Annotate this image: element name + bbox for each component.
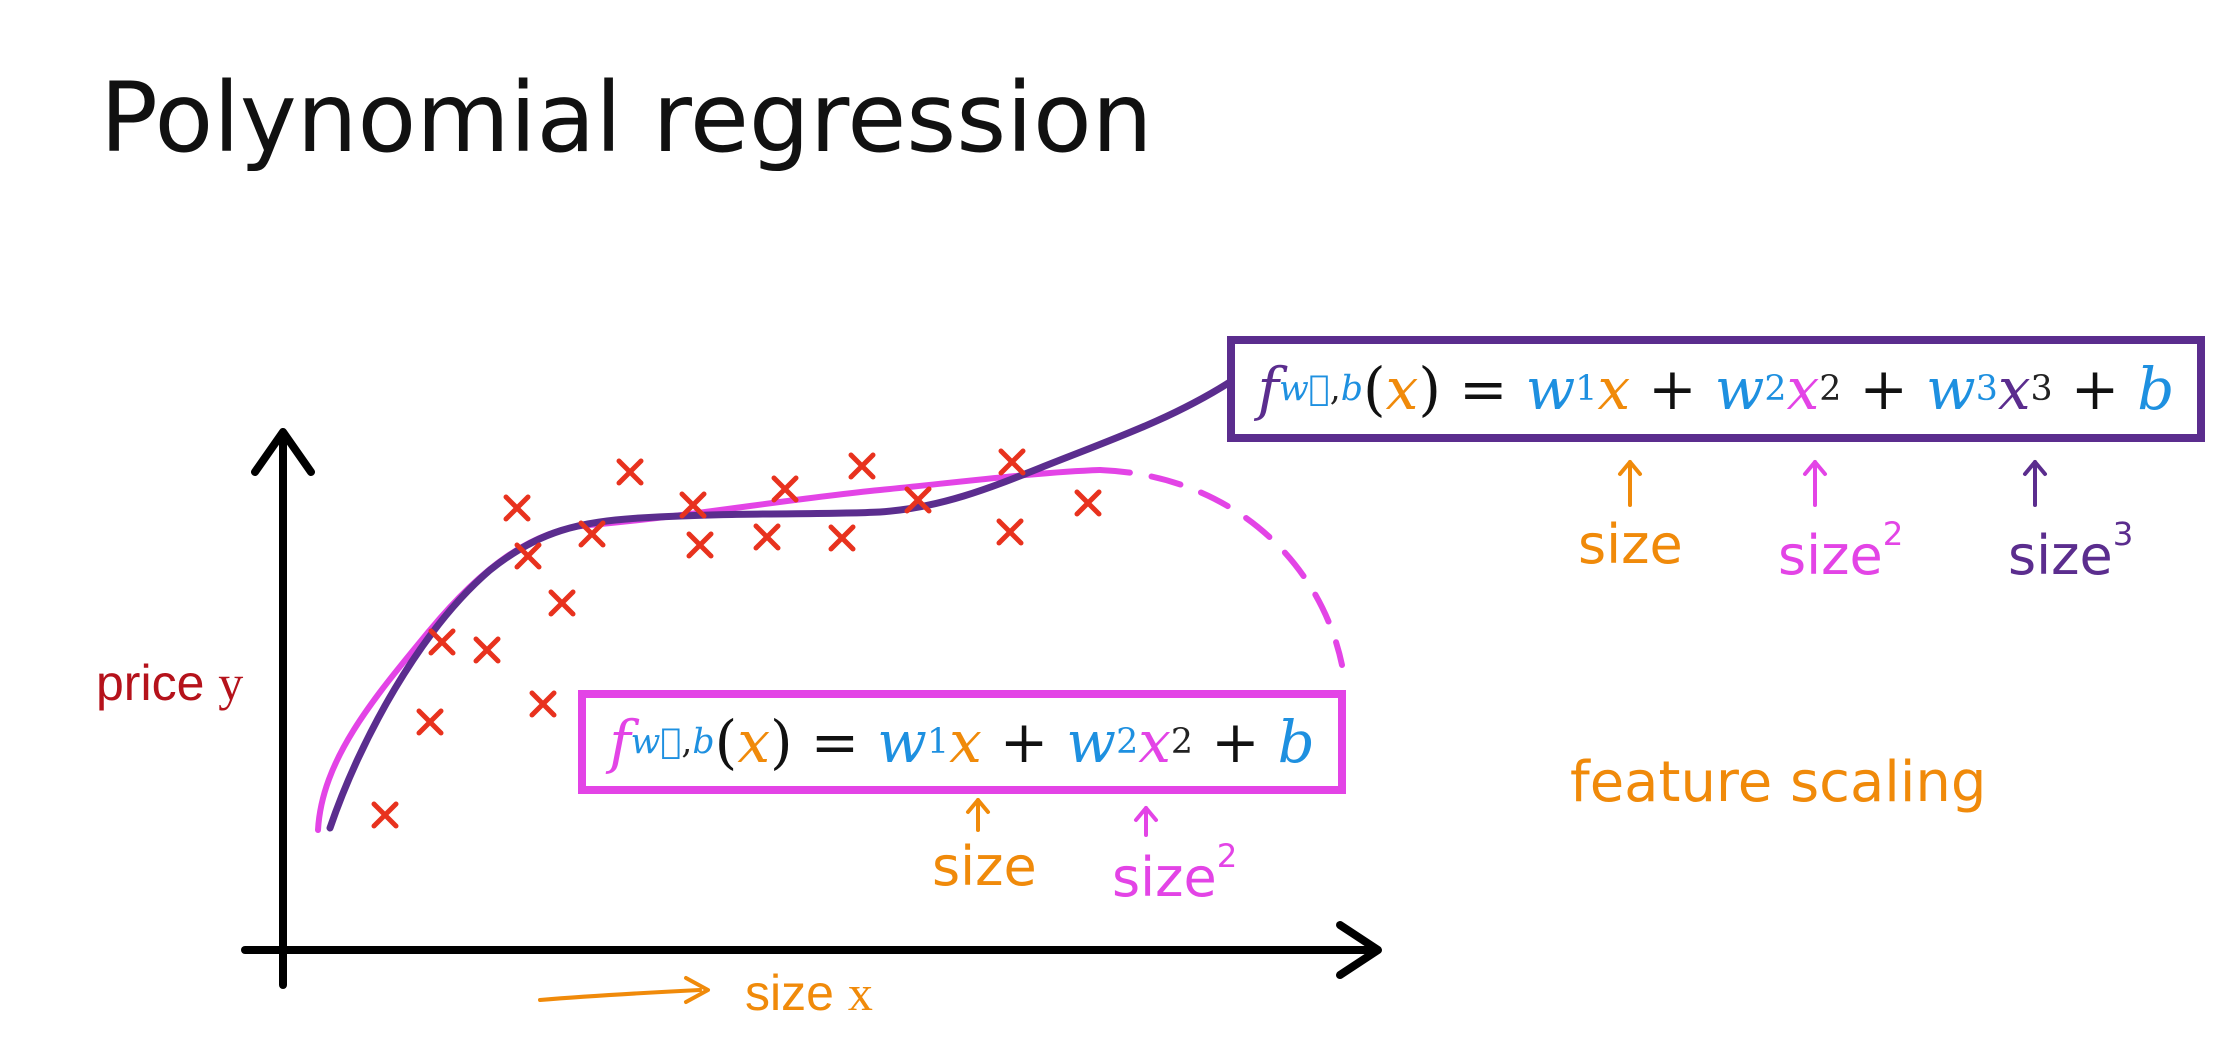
- quad-eq: =: [810, 708, 860, 776]
- data-point-6: [529, 690, 557, 718]
- quad-sub-comma: ,: [681, 722, 693, 762]
- cubic-x-up-arrow: [1618, 460, 1642, 507]
- quad-size2-sup: 2: [1216, 837, 1238, 875]
- x-axis-label: size x: [745, 968, 873, 1018]
- cubic-x2: x: [1786, 355, 1820, 423]
- quad-x: x: [737, 708, 771, 776]
- data-point-4: [503, 494, 531, 522]
- size-direction-arrow: [538, 988, 702, 1002]
- cubic-size-annotation: size: [1578, 513, 1683, 576]
- data-point-18: [998, 448, 1026, 476]
- data-point-12: [753, 523, 781, 551]
- cubic-x: x: [1385, 355, 1419, 423]
- cubic-w3: w: [1926, 355, 1976, 423]
- cubic-size2-text: size: [1778, 524, 1883, 588]
- x-axis-arrowhead: [1336, 921, 1382, 979]
- data-point-5: [514, 542, 542, 570]
- quad-x2: x: [1138, 708, 1171, 776]
- data-point-15: [848, 452, 876, 480]
- cubic-f: f: [1257, 355, 1280, 423]
- quad-size2-text: size: [1112, 846, 1217, 910]
- cubic-w1-sub: 1: [1575, 369, 1598, 409]
- cubic-plus1: +: [1648, 355, 1697, 423]
- data-point-1: [416, 708, 444, 736]
- quad-w2: w: [1066, 708, 1117, 776]
- cubic-x3: x: [1997, 355, 2031, 423]
- quad-x-up-arrow: [966, 798, 990, 832]
- cubic-sub-comma: ,: [1329, 369, 1341, 409]
- y-axis-label-text: price: [96, 655, 205, 711]
- quad-sub-w: w⃗: [630, 722, 682, 762]
- data-point-10: [679, 491, 707, 519]
- quad-size2-annotation: size2: [1112, 840, 1237, 905]
- cubic-lpar: (: [1363, 355, 1386, 423]
- y-axis-arrowhead: [251, 428, 315, 476]
- cubic-x2-up-arrow: [1803, 460, 1827, 507]
- quad-f: f: [609, 708, 631, 776]
- cubic-x2-sup: 2: [1819, 369, 1842, 409]
- cubic-w1: w: [1525, 355, 1576, 423]
- cubic-plus3: +: [2070, 355, 2120, 423]
- quad-w2-sub: 2: [1116, 722, 1139, 762]
- quadratic-fit-dashed-extension: [1097, 467, 1345, 668]
- quad-x1: x: [949, 708, 982, 776]
- data-point-17: [996, 518, 1024, 546]
- data-point-0: [371, 801, 399, 829]
- quad-size-annotation: size: [932, 835, 1037, 898]
- cubic-fit-curve: [326, 378, 1234, 832]
- quad-x2-sup: 2: [1170, 722, 1194, 762]
- y-axis-label-var: y: [218, 655, 244, 711]
- cubic-size2-sup: 2: [1882, 515, 1904, 553]
- cubic-w2: w: [1714, 355, 1765, 423]
- feature-scaling-note: feature scaling: [1570, 750, 1987, 815]
- data-point-11: [686, 531, 714, 559]
- data-point-2: [428, 628, 456, 656]
- cubic-rpar: ): [1418, 355, 1442, 423]
- cubic-size3-sup: 3: [2112, 515, 2134, 553]
- page-title: Polynomial regression: [100, 62, 1153, 174]
- size-direction-arrowhead: [684, 976, 710, 1004]
- data-point-3: [473, 636, 501, 664]
- cubic-b: b: [2137, 355, 2175, 423]
- data-point-16: [904, 486, 932, 514]
- cubic-w3-sub: 3: [1975, 369, 1998, 409]
- cubic-x3-sup: 3: [2030, 369, 2053, 409]
- data-point-7: [548, 589, 576, 617]
- x-axis-label-text: size: [745, 965, 834, 1021]
- quad-plus1: +: [999, 708, 1049, 776]
- cubic-sub-b: b: [1340, 369, 1364, 409]
- data-point-13: [771, 475, 799, 503]
- quad-b: b: [1277, 708, 1315, 776]
- x-axis-label-var: x: [847, 965, 873, 1021]
- quad-w1: w: [877, 708, 927, 776]
- quad-lpar: (: [714, 708, 738, 776]
- quad-rpar: ): [770, 708, 793, 776]
- quad-plus2: +: [1211, 708, 1260, 776]
- cubic-x1: x: [1597, 355, 1631, 423]
- cubic-size3-annotation: size3: [2008, 518, 2133, 583]
- cubic-plus2: +: [1859, 355, 1909, 423]
- data-point-14: [828, 524, 856, 552]
- quad-w1-sub: 1: [926, 722, 950, 762]
- quad-x2-up-arrow: [1134, 806, 1158, 837]
- y-axis-label: price y: [96, 658, 243, 708]
- quad-sub-b: b: [692, 722, 715, 762]
- data-point-9: [616, 458, 644, 486]
- cubic-eq: =: [1459, 355, 1508, 423]
- cubic-sub-w: w⃗: [1279, 369, 1330, 409]
- data-point-19: [1074, 489, 1102, 517]
- cubic-size2-annotation: size2: [1778, 518, 1903, 583]
- cubic-x3-up-arrow: [2023, 460, 2047, 507]
- cubic-w2-sub: 2: [1764, 369, 1787, 409]
- cubic-size3-text: size: [2008, 524, 2113, 588]
- data-point-8: [578, 520, 606, 548]
